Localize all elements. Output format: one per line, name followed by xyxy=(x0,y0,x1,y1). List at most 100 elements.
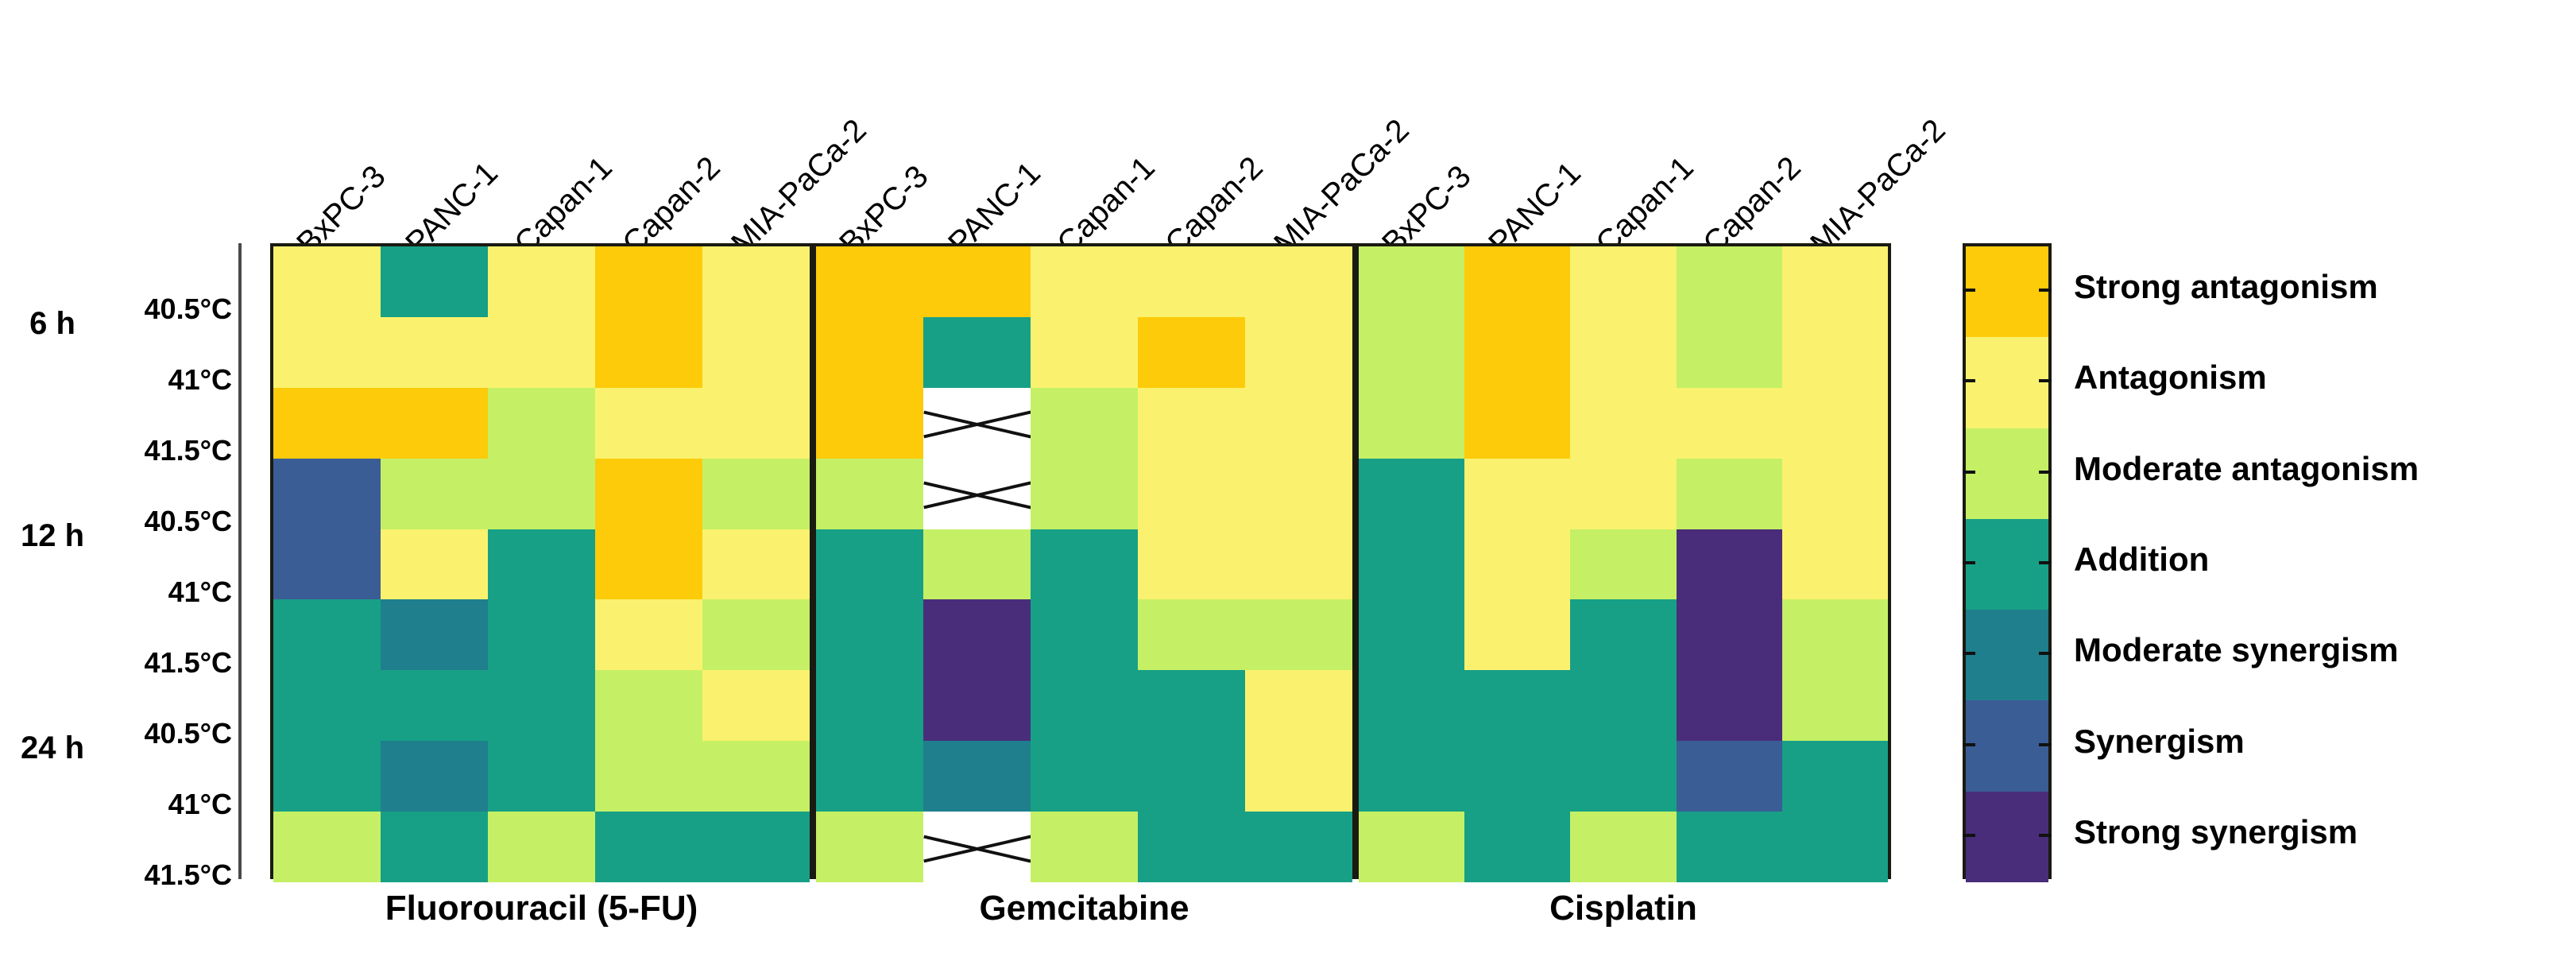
heatmap-cell[interactable] xyxy=(381,529,488,600)
heatmap-cell[interactable] xyxy=(1245,599,1352,671)
heatmap-cell[interactable] xyxy=(273,316,381,388)
heatmap-cell[interactable] xyxy=(923,246,1031,317)
heatmap-cell[interactable] xyxy=(1464,387,1571,459)
heatmap-cell[interactable] xyxy=(1781,812,1889,883)
heatmap-cell[interactable] xyxy=(1570,529,1677,600)
heatmap-cell[interactable] xyxy=(273,741,381,812)
heatmap-cell[interactable] xyxy=(273,599,381,671)
heatmap-cell[interactable] xyxy=(1781,246,1889,317)
heatmap-cell[interactable] xyxy=(1676,670,1782,742)
heatmap-cell[interactable] xyxy=(923,316,1031,388)
heatmap-cell[interactable] xyxy=(702,599,810,671)
heatmap-cell[interactable] xyxy=(1464,246,1571,317)
heatmap-cell[interactable] xyxy=(488,812,595,883)
heatmap-cell[interactable] xyxy=(1781,316,1889,388)
heatmap-cell[interactable] xyxy=(923,387,1031,459)
heatmap-cell[interactable] xyxy=(1245,741,1352,812)
heatmap-cell[interactable] xyxy=(1031,246,1138,317)
heatmap-cell[interactable] xyxy=(702,741,810,812)
heatmap-cell[interactable] xyxy=(1781,670,1889,742)
heatmap-cell[interactable] xyxy=(1781,458,1889,529)
heatmap-cell[interactable] xyxy=(595,529,702,600)
heatmap-cell[interactable] xyxy=(1245,246,1352,317)
heatmap-cell[interactable] xyxy=(273,246,381,317)
heatmap-cell[interactable] xyxy=(381,316,488,388)
heatmap-cell[interactable] xyxy=(1359,316,1465,388)
heatmap-cell[interactable] xyxy=(1359,812,1465,883)
heatmap-cell[interactable] xyxy=(273,387,381,459)
heatmap-cell[interactable] xyxy=(1676,246,1782,317)
heatmap-cell[interactable] xyxy=(1464,458,1571,529)
heatmap-cell[interactable] xyxy=(1031,458,1138,529)
heatmap-cell[interactable] xyxy=(595,316,702,388)
heatmap-cell[interactable] xyxy=(1676,529,1782,600)
heatmap-cell[interactable] xyxy=(1570,741,1677,812)
heatmap-cell[interactable] xyxy=(816,670,923,742)
heatmap-cell[interactable] xyxy=(273,670,381,742)
heatmap-cell[interactable] xyxy=(1676,812,1782,883)
heatmap-cell[interactable] xyxy=(1570,458,1677,529)
heatmap-cell[interactable] xyxy=(488,529,595,600)
heatmap-cell[interactable] xyxy=(595,599,702,671)
heatmap-cell[interactable] xyxy=(381,458,488,529)
heatmap-cell[interactable] xyxy=(595,458,702,529)
heatmap-cell[interactable] xyxy=(816,316,923,388)
heatmap-cell[interactable] xyxy=(381,387,488,459)
heatmap-cell[interactable] xyxy=(1031,529,1138,600)
heatmap-cell[interactable] xyxy=(488,670,595,742)
heatmap-cell[interactable] xyxy=(1570,316,1677,388)
heatmap-cell[interactable] xyxy=(923,812,1031,883)
heatmap-cell[interactable] xyxy=(273,458,381,529)
heatmap-cell[interactable] xyxy=(1245,458,1352,529)
heatmap-cell[interactable] xyxy=(595,387,702,459)
heatmap-cell[interactable] xyxy=(1031,599,1138,671)
heatmap-cell[interactable] xyxy=(1781,387,1889,459)
heatmap-cell[interactable] xyxy=(488,387,595,459)
heatmap-cell[interactable] xyxy=(1031,670,1138,742)
heatmap-cell[interactable] xyxy=(595,246,702,317)
heatmap-cell[interactable] xyxy=(1464,529,1571,600)
heatmap-cell[interactable] xyxy=(1464,741,1571,812)
heatmap-cell[interactable] xyxy=(1359,529,1465,600)
heatmap-cell[interactable] xyxy=(923,670,1031,742)
heatmap-cell[interactable] xyxy=(1570,599,1677,671)
heatmap-cell[interactable] xyxy=(1138,599,1245,671)
heatmap-cell[interactable] xyxy=(1359,670,1465,742)
heatmap-cell[interactable] xyxy=(488,599,595,671)
heatmap-cell[interactable] xyxy=(1464,599,1571,671)
heatmap-cell[interactable] xyxy=(1245,387,1352,459)
heatmap-cell[interactable] xyxy=(1781,529,1889,600)
heatmap-cell[interactable] xyxy=(1138,316,1245,388)
heatmap-cell[interactable] xyxy=(1570,670,1677,742)
heatmap-cell[interactable] xyxy=(1676,741,1782,812)
heatmap-cell[interactable] xyxy=(1245,812,1352,883)
heatmap-cell[interactable] xyxy=(923,529,1031,600)
heatmap-cell[interactable] xyxy=(702,670,810,742)
heatmap-cell[interactable] xyxy=(702,316,810,388)
heatmap-cell[interactable] xyxy=(381,246,488,317)
heatmap-cell[interactable] xyxy=(595,741,702,812)
heatmap-cell[interactable] xyxy=(1464,670,1571,742)
heatmap-cell[interactable] xyxy=(1570,812,1677,883)
heatmap-cell[interactable] xyxy=(1676,316,1782,388)
heatmap-cell[interactable] xyxy=(488,458,595,529)
heatmap-cell[interactable] xyxy=(1464,316,1571,388)
heatmap-cell[interactable] xyxy=(1031,812,1138,883)
heatmap-cell[interactable] xyxy=(816,458,923,529)
heatmap-cell[interactable] xyxy=(1138,458,1245,529)
heatmap-cell[interactable] xyxy=(702,387,810,459)
heatmap-cell[interactable] xyxy=(1359,599,1465,671)
heatmap-cell[interactable] xyxy=(1676,458,1782,529)
heatmap-cell[interactable] xyxy=(923,458,1031,529)
heatmap-cell[interactable] xyxy=(816,812,923,883)
heatmap-cell[interactable] xyxy=(1138,670,1245,742)
heatmap-cell[interactable] xyxy=(1570,246,1677,317)
heatmap-cell[interactable] xyxy=(702,458,810,529)
heatmap-cell[interactable] xyxy=(1676,599,1782,671)
heatmap-cell[interactable] xyxy=(1781,599,1889,671)
heatmap-cell[interactable] xyxy=(1245,670,1352,742)
heatmap-cell[interactable] xyxy=(1359,387,1465,459)
heatmap-cell[interactable] xyxy=(702,812,810,883)
heatmap-cell[interactable] xyxy=(1031,741,1138,812)
heatmap-cell[interactable] xyxy=(381,741,488,812)
